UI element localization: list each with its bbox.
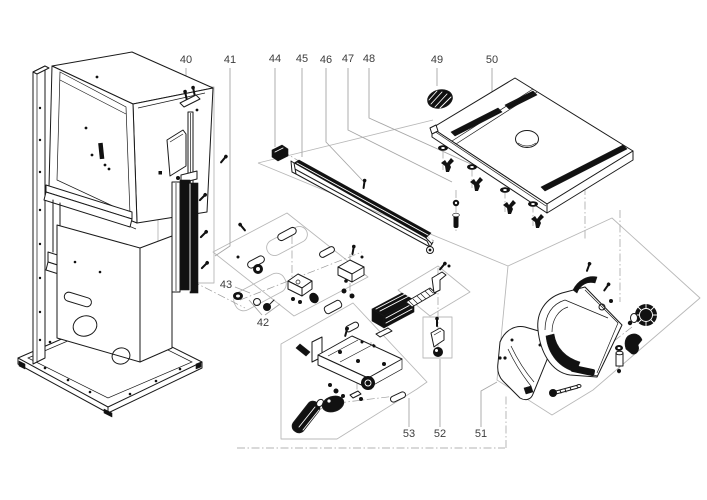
callout-51: 51 bbox=[475, 428, 487, 440]
tilt-mechanism-53 bbox=[291, 321, 407, 434]
guide-post-assembly-40-41 bbox=[158, 85, 229, 294]
callout-42: 42 bbox=[257, 317, 269, 329]
callout-labels: 40 41 44 45 46 47 48 49 50 43 42 53 52 5… bbox=[180, 53, 498, 440]
rip-fence-assembly bbox=[371, 261, 451, 329]
clamp-bracket-52 bbox=[430, 316, 445, 357]
lock-knob-49 bbox=[427, 89, 453, 109]
trunnion-guard-51 bbox=[497, 261, 658, 401]
callout-40: 40 bbox=[180, 54, 192, 66]
callout-53: 53 bbox=[403, 428, 415, 440]
trunnion-pivot-parts-42-43 bbox=[233, 222, 365, 315]
callout-49: 49 bbox=[431, 54, 443, 66]
leader-lines bbox=[185, 68, 524, 427]
rail-assembly-44-45 bbox=[271, 144, 434, 254]
callout-47: 47 bbox=[342, 53, 354, 65]
table-wing-bolts bbox=[438, 145, 544, 228]
callout-44: 44 bbox=[269, 53, 281, 65]
callout-46: 46 bbox=[320, 54, 332, 66]
table-assembly-50 bbox=[429, 77, 634, 228]
callout-43: 43 bbox=[220, 279, 232, 291]
callout-41: 41 bbox=[224, 54, 236, 66]
callout-48: 48 bbox=[363, 53, 375, 65]
zone-outlines bbox=[157, 86, 701, 440]
callout-45: 45 bbox=[296, 53, 308, 65]
callout-52: 52 bbox=[434, 428, 446, 440]
callout-50: 50 bbox=[486, 54, 498, 66]
